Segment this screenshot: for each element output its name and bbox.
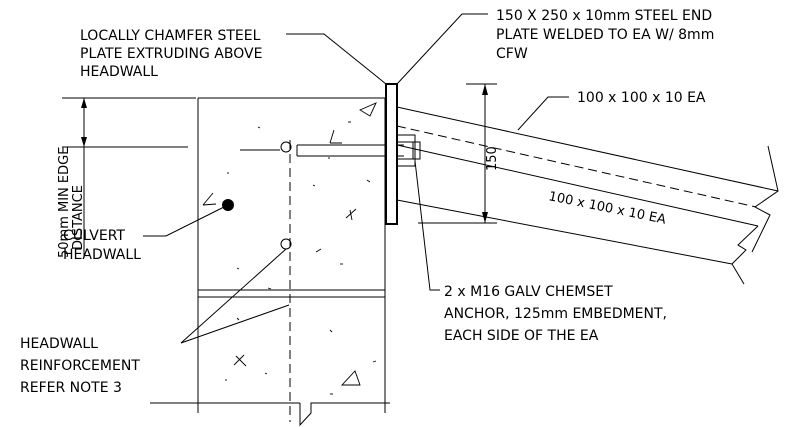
culvert-note-line2: HEADWALL <box>63 247 141 263</box>
steel-end-plate <box>385 83 398 225</box>
anchor-note-line2: ANCHOR, 125mm EMBEDMENT, <box>444 306 667 322</box>
reinforcement-note-line2: REINFORCEMENT <box>20 358 140 374</box>
end-plate-note: 150 X 250 x 10mm STEEL END PLATE WELDED … <box>496 8 714 62</box>
leader-lines <box>143 13 569 344</box>
chamfer-note-line3: HEADWALL <box>80 64 158 80</box>
rebar-top-circle <box>280 141 292 153</box>
culvert-note: CULVERT HEADWALL <box>63 228 141 263</box>
reinforcement-note-line3: REFER NOTE 3 <box>20 380 122 396</box>
chamfer-note-line2: PLATE EXTRUDING ABOVE <box>80 46 262 62</box>
anchor-note-line1: 2 x M16 GALV CHEMSET <box>444 284 613 300</box>
reinforcement-note-line1: HEADWALL <box>20 336 98 352</box>
concrete-hatch <box>202 102 377 395</box>
anchor-note-line3: EACH SIDE OF THE EA <box>444 328 599 344</box>
edge-distance-line1: 50mm MIN EDGE <box>57 147 72 258</box>
headwall-break-line <box>299 402 390 427</box>
chamfer-note: LOCALLY CHAMFER STEEL PLATE EXTRUDING AB… <box>80 28 262 80</box>
edge-distance-dimension <box>62 97 196 258</box>
edge-distance-line2: DISTANCE <box>71 185 86 250</box>
end-plate-note-line1: 150 X 250 x 10mm STEEL END <box>496 8 712 24</box>
chamfer-note-line1: LOCALLY CHAMFER STEEL <box>80 28 261 44</box>
anchor-note: 2 x M16 GALV CHEMSET ANCHOR, 125mm EMBED… <box>444 284 667 344</box>
end-plate-note-line2: PLATE WELDED TO EA W/ 8mm <box>496 27 714 43</box>
dimension-150-text: 150 <box>485 146 500 171</box>
ea-top-label: 100 x 100 x 10 EA <box>577 90 706 106</box>
reinforcement-note: HEADWALL REINFORCEMENT REFER NOTE 3 <box>20 336 140 396</box>
end-plate-note-line3: CFW <box>496 46 528 62</box>
dimension-150 <box>418 83 497 224</box>
ea-section-label: 100 x 100 x 10 EA <box>547 189 667 228</box>
equal-angle-member <box>396 106 779 285</box>
culvert-note-line1: CULVERT <box>63 228 125 244</box>
